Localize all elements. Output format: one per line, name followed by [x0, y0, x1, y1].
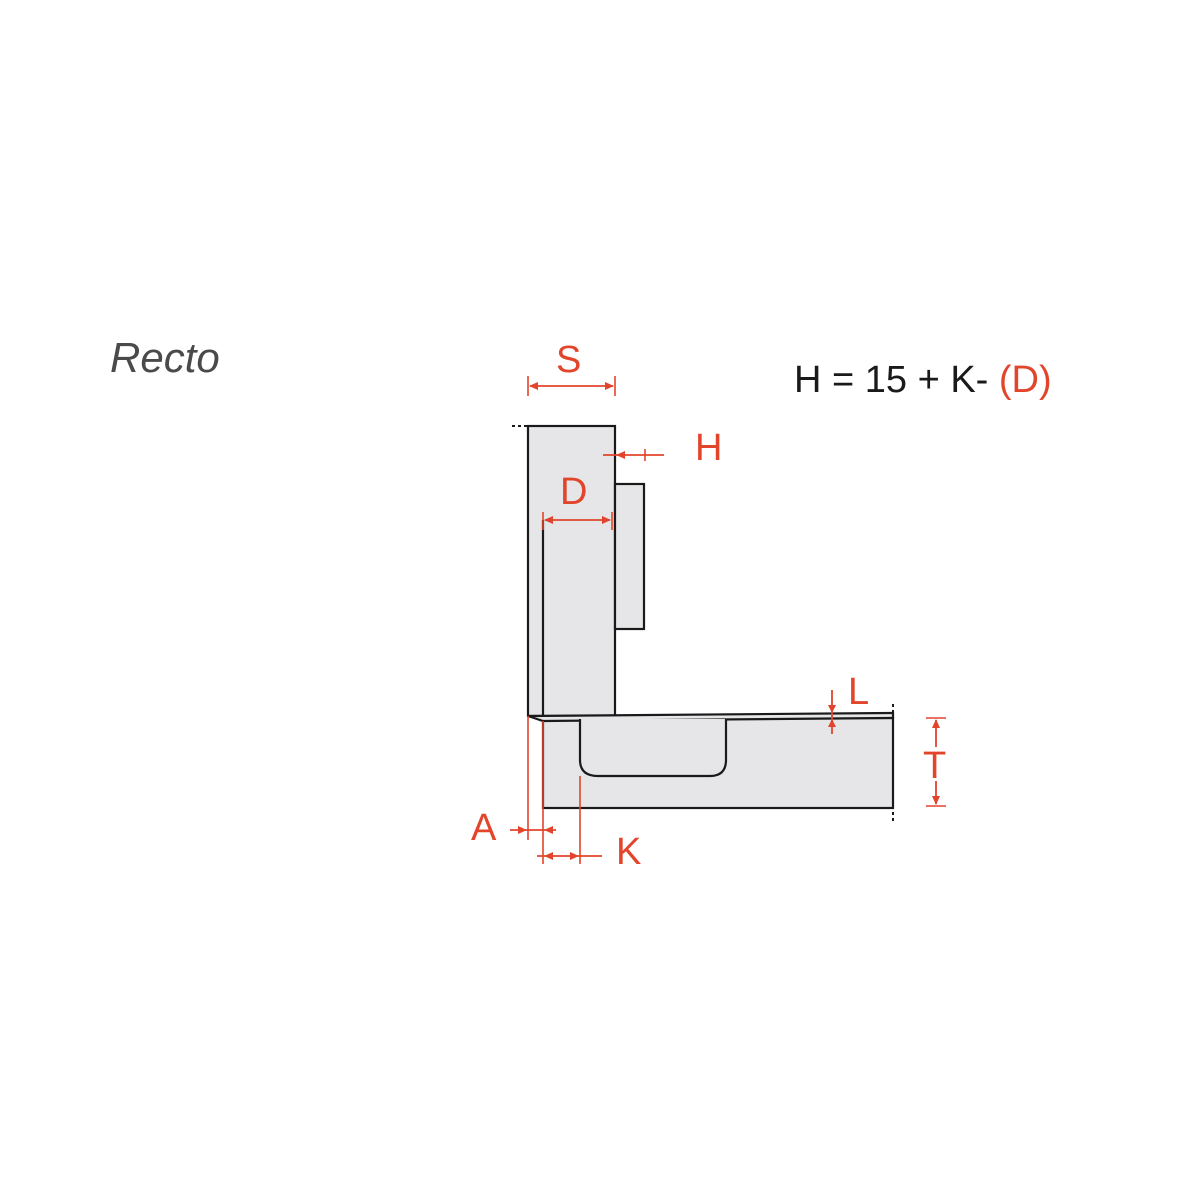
dim-l-arrow-top: [828, 705, 836, 713]
dim-s-arrow-left: [529, 382, 538, 390]
dim-k-arrow-left: [544, 852, 553, 860]
dim-k-arrow-right: [570, 852, 579, 860]
formula-accent: (D): [999, 359, 1052, 401]
dim-h-arrow: [616, 451, 625, 459]
dim-label-s: S: [556, 339, 581, 381]
diagram-title: Recto: [110, 334, 220, 381]
side-panel: [526, 424, 617, 718]
formula: H = 15 + K- (D): [794, 359, 1052, 401]
hinge-cup: [578, 719, 728, 778]
dim-d-arrow-left: [544, 516, 553, 524]
dim-a-arrow-right: [544, 826, 553, 834]
dim-l-arrow-bottom: [828, 719, 836, 727]
dim-s-arrow-right: [605, 382, 614, 390]
dim-label-t: T: [923, 745, 946, 787]
mounting-plate: [613, 482, 646, 631]
dim-label-a: A: [471, 807, 497, 849]
formula-main: H = 15 + K-: [794, 359, 999, 401]
dim-t-arrow-top: [932, 719, 940, 728]
dim-t-arrow-bottom: [932, 796, 940, 805]
dim-label-k: K: [616, 831, 641, 873]
dim-label-d: D: [560, 471, 587, 513]
dim-label-l: L: [848, 671, 869, 713]
dim-a-arrow-left: [518, 826, 527, 834]
dim-d-arrow-right: [602, 516, 611, 524]
dim-t-label-bg: [922, 747, 950, 781]
dim-label-h: H: [695, 427, 722, 469]
